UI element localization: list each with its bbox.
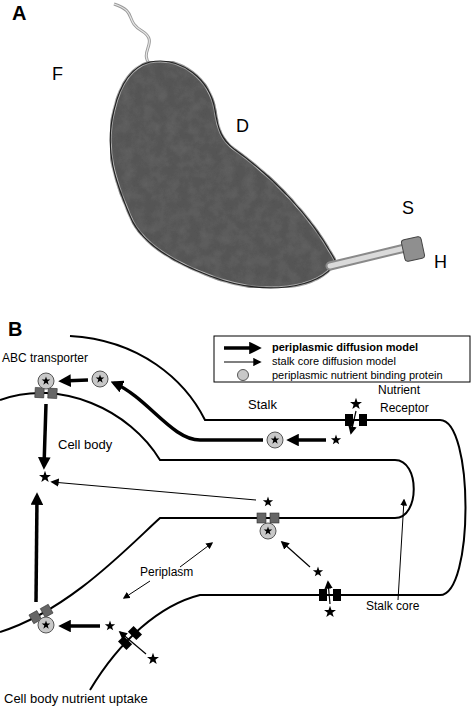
binding-protein	[38, 373, 54, 389]
part-label: Stalk core	[366, 600, 419, 614]
nutrient-star	[147, 653, 159, 664]
nutrient-star	[313, 567, 323, 577]
part-label: Periplasm	[140, 566, 193, 580]
binding-protein	[267, 432, 283, 448]
legend-text: stalk core diffusion model	[272, 355, 396, 368]
leader-line	[180, 543, 212, 567]
nutrient-star	[42, 377, 51, 385]
thick-arrow	[44, 404, 46, 466]
legend-thin-arrow	[224, 361, 260, 362]
binding-protein	[92, 371, 108, 387]
thin-arrow	[52, 482, 256, 500]
part-label: ABC transporter	[2, 352, 88, 366]
legend-box	[214, 336, 470, 382]
legend-thick-arrow	[224, 346, 258, 350]
binding-proteins	[38, 371, 283, 633]
panel-letter: A	[12, 2, 26, 25]
transporters	[29, 387, 279, 623]
thin-arrow	[120, 632, 146, 654]
nutrient-star	[263, 497, 273, 507]
thick-arrow	[62, 624, 100, 628]
nutrient-star	[42, 621, 51, 629]
legend-text: periplasmic nutrient binding protein	[272, 369, 443, 382]
micrograph	[110, 4, 425, 288]
part-label: Nutrient	[378, 384, 420, 398]
receptors	[118, 414, 367, 650]
thick-arrow	[62, 380, 88, 381]
stalk-image	[330, 248, 405, 266]
part-letter: H	[434, 252, 447, 273]
legend-circle	[238, 370, 249, 381]
nutrient-star	[350, 398, 362, 409]
thin-arrow	[351, 411, 356, 433]
part-label: Stalk	[248, 398, 277, 413]
thick-arrow	[290, 438, 326, 442]
cell-outline	[110, 61, 336, 288]
binding-protein	[38, 617, 54, 633]
nutrient-star	[39, 471, 51, 482]
binding-protein	[260, 523, 276, 539]
nutrient-star	[271, 436, 280, 444]
nutrients	[39, 375, 362, 665]
leader-line	[398, 500, 404, 600]
nutrient-star	[105, 621, 115, 631]
leader-line	[124, 581, 150, 598]
part-letter: F	[52, 64, 63, 85]
stalk-image	[330, 248, 405, 266]
membranes	[0, 336, 466, 690]
part-label: Cell body nutrient uptake	[4, 692, 148, 707]
holdfast-image	[401, 236, 425, 262]
nutrient-star	[264, 527, 273, 535]
thick-arrows	[36, 380, 326, 626]
legend-text: periplasmic diffusion model	[272, 341, 418, 354]
receptor-symbol	[118, 626, 142, 650]
nutrient-star	[331, 435, 341, 445]
part-label: Receptor	[380, 402, 429, 416]
panel-letter: B	[8, 318, 22, 341]
part-label: Cell body	[58, 438, 112, 453]
part-letter: D	[236, 116, 249, 137]
receptor-symbol	[345, 414, 367, 426]
inner-membrane	[0, 393, 414, 632]
thick-arrow	[36, 496, 37, 602]
flagellum	[114, 4, 150, 64]
nutrient-star	[324, 606, 336, 617]
transporter-symbol	[257, 513, 279, 523]
nutrient-star	[96, 375, 105, 383]
thin-arrow	[282, 542, 310, 567]
thin-arrows	[52, 411, 356, 654]
thick-arrow	[114, 383, 263, 440]
legend-frame	[214, 336, 470, 382]
leader-lines	[124, 500, 404, 600]
thin-arrow	[328, 582, 330, 604]
part-letter: S	[402, 198, 414, 219]
flagellum	[114, 4, 150, 64]
cell-body-image	[110, 61, 336, 288]
